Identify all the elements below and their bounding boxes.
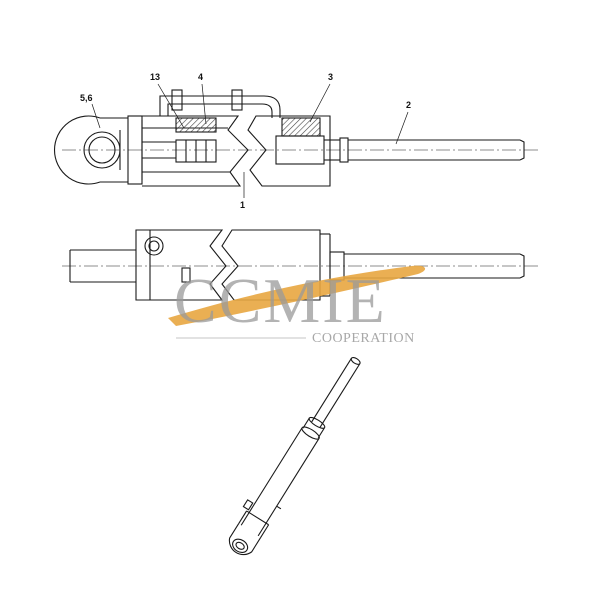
isometric-view (228, 357, 361, 556)
callout-13: 13 (150, 72, 160, 82)
hydraulic-pipe-top (159, 89, 281, 118)
section-view (54, 83, 540, 198)
rod-eye-top (54, 115, 128, 185)
rear-stub (69, 249, 136, 283)
gland-top (275, 117, 349, 165)
watermark-swoosh (168, 265, 426, 326)
callout-1: 1 (240, 200, 245, 210)
piston-rod-top (348, 139, 525, 161)
callout-3: 3 (328, 72, 333, 82)
iso-rod (311, 357, 361, 428)
leader-lines-top (91, 83, 409, 198)
watermark-brand: CCMIE (174, 265, 387, 336)
cylinder-head-top (127, 115, 143, 185)
iso-fitting (242, 499, 282, 511)
callout-2: 2 (406, 100, 411, 110)
iso-tube (238, 426, 320, 538)
port-fitting-bottom (144, 236, 191, 283)
iso-rod-eye (228, 523, 262, 556)
callout-5-6: 5,6 (80, 93, 93, 103)
watermark-tagline: COOPERATION (312, 331, 415, 346)
callout-4: 4 (198, 72, 203, 82)
watermark: CCMIE COOPERATION (168, 265, 426, 346)
